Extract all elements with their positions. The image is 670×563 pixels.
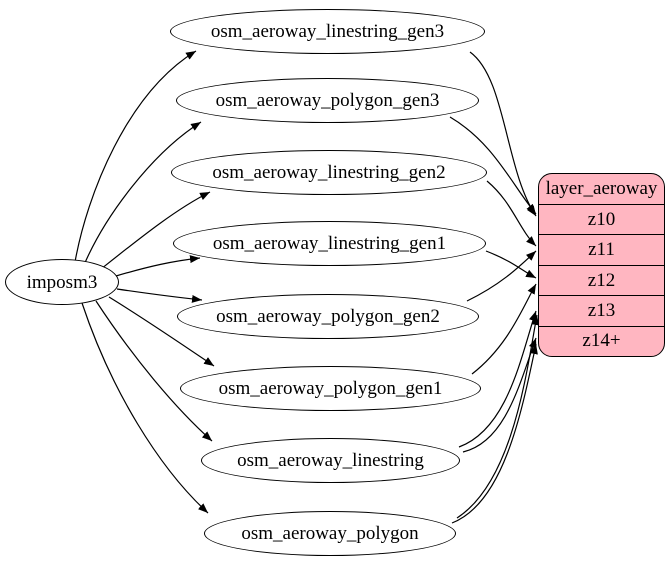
edge-imposm3-to-osm_aeroway_polygon_gen3 (83, 121, 202, 266)
layer-row-z12: z12 (539, 264, 664, 295)
layer-title: layer_aeroway (545, 178, 658, 199)
node-osm_aeroway_linestring_gen3: osm_aeroway_linestring_gen3 (170, 9, 485, 54)
edge-osm_aeroway_linestring_gen2-to-z11 (486, 180, 537, 247)
layer-row-z14: z14+ (539, 325, 664, 356)
edge-osm_aeroway_polygon-to-z14+ (451, 343, 538, 524)
node-osm_aeroway_linestring: osm_aeroway_linestring (201, 438, 460, 483)
edge-osm_aeroway_polygon-to-z13 (456, 314, 540, 519)
edge-imposm3-to-osm_aeroway_linestring (95, 300, 213, 442)
edge-osm_aeroway_linestring-to-z14+ (462, 337, 537, 453)
edge-imposm3-to-osm_aeroway_linestring_gen2 (100, 191, 211, 270)
node-osm_aeroway_polygon_gen2: osm_aeroway_polygon_gen2 (177, 294, 479, 339)
edge-imposm3-to-osm_aeroway_linestring_gen3 (74, 50, 197, 263)
edge-imposm3-to-osm_aeroway_polygon_gen1 (108, 296, 215, 367)
edge-osm_aeroway_linestring-to-z13 (458, 310, 537, 448)
edge-osm_aeroway_polygon_gen1-to-z12 (471, 283, 537, 375)
edge-osm_aeroway_linestring_gen3-to-z10 (469, 51, 537, 217)
layer-row-z10: z10 (539, 204, 664, 234)
edge-imposm3-to-osm_aeroway_linestring_gen1 (115, 255, 201, 277)
node-osm_aeroway_polygon_gen1: osm_aeroway_polygon_gen1 (180, 366, 481, 411)
layer-row-z11: z11 (539, 234, 664, 264)
node-layer_aeroway: layer_aeroway z10 z11 z12 z13 z14+ (538, 173, 665, 357)
layer-row-z13: z13 (539, 295, 664, 325)
edge-imposm3-to-osm_aeroway_polygon_gen2 (116, 288, 203, 303)
node-osm_aeroway_linestring_gen2: osm_aeroway_linestring_gen2 (171, 150, 487, 195)
node-osm_aeroway_polygon_gen3: osm_aeroway_polygon_gen3 (176, 78, 479, 123)
node-osm_aeroway_linestring_gen1: osm_aeroway_linestring_gen1 (173, 221, 486, 266)
edge-osm_aeroway_polygon_gen2-to-z11 (466, 250, 537, 302)
edge-osm_aeroway_linestring_gen1-to-z12 (485, 250, 537, 279)
node-imposm3: imposm3 (5, 259, 119, 305)
edge-osm_aeroway_polygon_gen3-to-z10 (449, 116, 537, 215)
node-osm_aeroway_polygon: osm_aeroway_polygon (204, 511, 456, 556)
edge-imposm3-to-osm_aeroway_polygon (81, 302, 209, 514)
